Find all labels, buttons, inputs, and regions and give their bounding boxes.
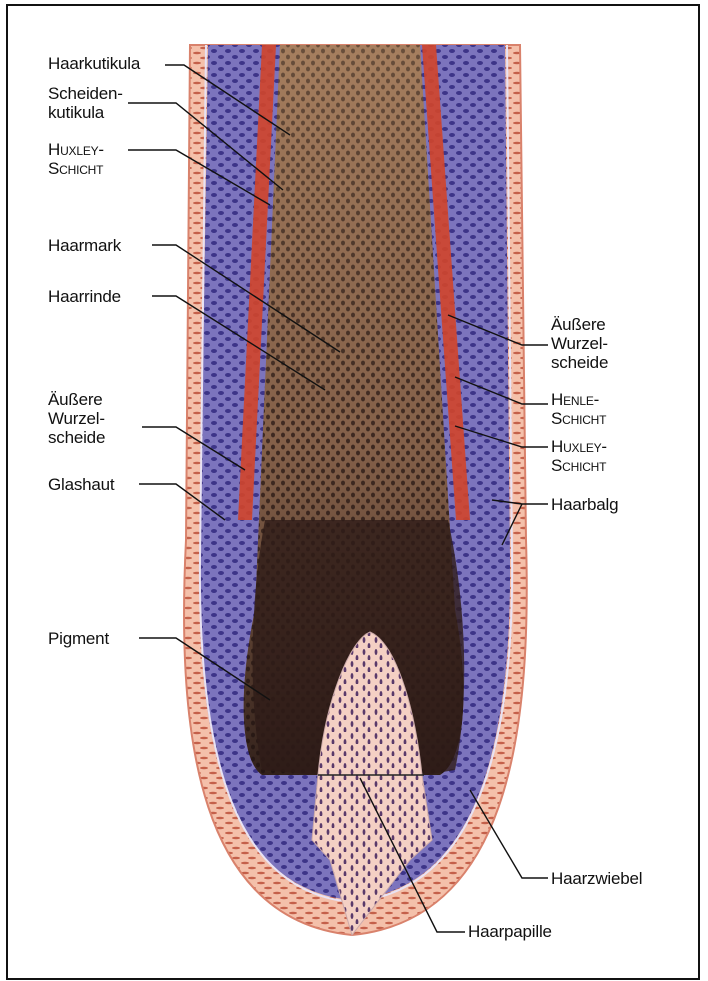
label-aeussere-wurzelscheide-right: Äußere Wurzel- scheide bbox=[551, 315, 608, 372]
label-haarkutikula: Haarkutikula bbox=[48, 54, 140, 73]
label-haarmark: Haarmark bbox=[48, 236, 121, 255]
label-aeussere-wurzelscheide-left: Äußere Wurzel- scheide bbox=[48, 390, 105, 447]
label-scheidenkutikula: Scheiden- kutikula bbox=[48, 84, 123, 122]
label-glashaut: Glashaut bbox=[48, 475, 114, 494]
label-pigment: Pigment bbox=[48, 629, 109, 648]
label-haarpapille: Haarpapille bbox=[468, 922, 552, 941]
label-huxley-schicht-right: Huxley- Schicht bbox=[551, 437, 607, 475]
label-haarrinde: Haarrinde bbox=[48, 287, 121, 306]
label-haarzwiebel: Haarzwiebel bbox=[551, 869, 642, 888]
label-haarbalg: Haarbalg bbox=[551, 495, 618, 514]
label-huxley-schicht-left: Huxley- Schicht bbox=[48, 140, 104, 178]
label-henle-schicht: Henle- Schicht bbox=[551, 390, 606, 428]
